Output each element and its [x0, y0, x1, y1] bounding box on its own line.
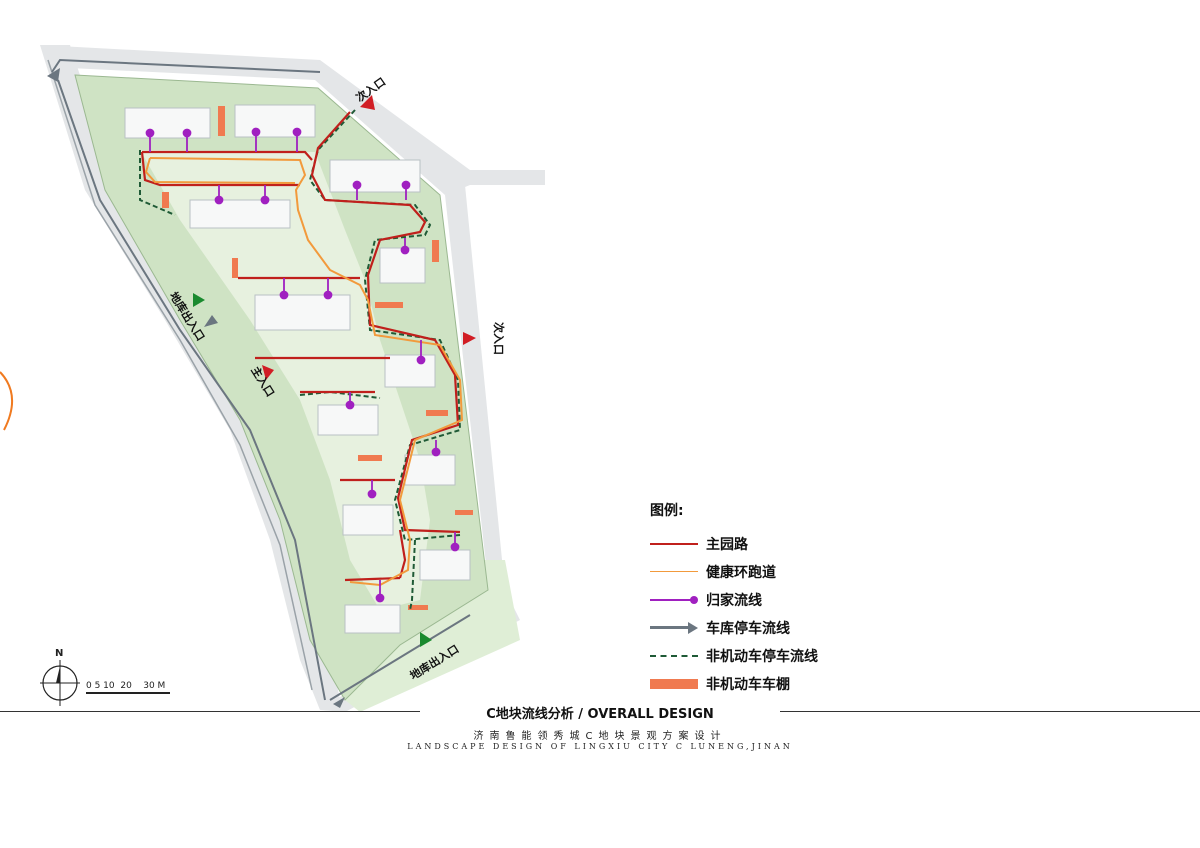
home-route-dot [292, 127, 302, 137]
bike-shed [232, 258, 238, 278]
footer-subtitle-en: LANDSCAPE DESIGN OF LINGXIU CITY C LUNEN… [407, 742, 793, 751]
garage-arrow-head [47, 68, 60, 82]
garage-routes [51, 58, 471, 701]
home-route-dot [279, 290, 289, 300]
home-route-dot [400, 245, 410, 255]
legend-label: 归家流线 [706, 593, 762, 609]
legend-label: 非机动车车棚 [706, 677, 790, 693]
legend: 图例: 主园路 健康环跑道 归家流线 车库停车流线 非机动车停车流线 非机动车车… [650, 500, 870, 698]
buildings-group [124, 104, 471, 634]
city-road-east [445, 185, 505, 600]
legend-symbol-bike-route [650, 649, 698, 663]
legend-item-main-road: 主园路 [650, 530, 870, 558]
home-route-dot [450, 542, 460, 552]
home-route-dot [345, 400, 355, 410]
home-route-dot [323, 290, 333, 300]
legend-item-garage-route: 车库停车流线 [650, 614, 870, 642]
orange-curve-edge [0, 371, 14, 431]
garage-entrance-bottom-marker [420, 632, 432, 647]
home-routes [145, 127, 460, 603]
home-route-dot [214, 195, 224, 205]
building [342, 504, 394, 536]
bike-shed [358, 455, 382, 461]
bike-shed [375, 302, 403, 308]
building [404, 454, 456, 486]
legend-label: 健康环跑道 [706, 565, 776, 581]
legend-title: 图例: [650, 503, 684, 519]
home-route-dot [401, 180, 411, 190]
city-road-west-lane [47, 59, 313, 691]
bike-shed [408, 605, 428, 610]
home-route-dot [352, 180, 362, 190]
building [317, 404, 379, 436]
home-route-dot [367, 489, 377, 499]
footer-title: C地块流线分析 / OVERALL DESIGN [420, 703, 780, 722]
home-route-dot [260, 195, 270, 205]
garage-route [57, 79, 326, 701]
footer-rule-right [770, 711, 1200, 712]
building [419, 549, 471, 581]
bike-shed [162, 192, 169, 208]
bike-shed [432, 240, 439, 262]
legend-item-bike-route: 非机动车停车流线 [650, 642, 870, 670]
garage-route [329, 614, 471, 701]
legend-item-home-route: 归家流线 [650, 586, 870, 614]
home-route-dot [251, 127, 261, 137]
garage-entrance-left-marker [193, 293, 205, 307]
legend-label: 非机动车停车流线 [706, 649, 818, 665]
building [379, 247, 426, 284]
site-inner-plaza [140, 150, 430, 610]
home-route-dot [416, 355, 426, 365]
secondary-entrance-right-marker [463, 332, 476, 345]
secondary-entrance-top-marker [360, 95, 375, 110]
scale-ticks: 0 5 10 20 30 M [86, 681, 165, 691]
legend-label: 主园路 [706, 537, 748, 553]
garage-arrow-head [204, 315, 218, 327]
building [189, 199, 291, 229]
running-track-path [149, 157, 464, 587]
garage-route [51, 58, 321, 73]
legend-symbol-running-track [650, 565, 698, 579]
legend-symbol-bike-shed [650, 677, 698, 691]
secondary-entrance-right-label: 次入口 [492, 322, 506, 355]
legend-symbol-garage-route [650, 621, 698, 635]
footer-rule-left [0, 711, 430, 712]
home-route-dot [182, 128, 192, 138]
city-road-north [40, 45, 545, 195]
building [254, 294, 351, 331]
north-arrow-head [56, 666, 60, 683]
bike-shed [218, 106, 225, 136]
home-route-dot [145, 128, 155, 138]
scale-bar [40, 660, 170, 706]
legend-symbol-main-road [650, 537, 698, 551]
legend-item-running-track: 健康环跑道 [650, 558, 870, 586]
bike-route-path [139, 109, 462, 611]
home-route-dot [431, 447, 441, 457]
building [234, 104, 316, 138]
home-route-dot [375, 593, 385, 603]
footer-subtitle-cn: 济南鲁能领秀城C地块景观方案设计 [473, 731, 727, 742]
legend-symbol-home-route [650, 593, 698, 607]
building [124, 107, 211, 139]
building [344, 604, 401, 634]
main-entrance-marker [262, 365, 274, 380]
building [384, 354, 436, 388]
north-label: N [55, 648, 63, 659]
green-strip-south [345, 560, 520, 712]
legend-label: 车库停车流线 [706, 621, 790, 637]
bike-shed [455, 510, 473, 515]
main-road-path [140, 111, 461, 582]
garage-arrow-head [333, 697, 345, 708]
running-track-loop [144, 157, 296, 184]
bike-sheds [162, 106, 473, 610]
bike-shed [426, 410, 448, 416]
city-road-west [40, 45, 340, 710]
legend-item-bike-shed: 非机动车车棚 [650, 670, 870, 698]
